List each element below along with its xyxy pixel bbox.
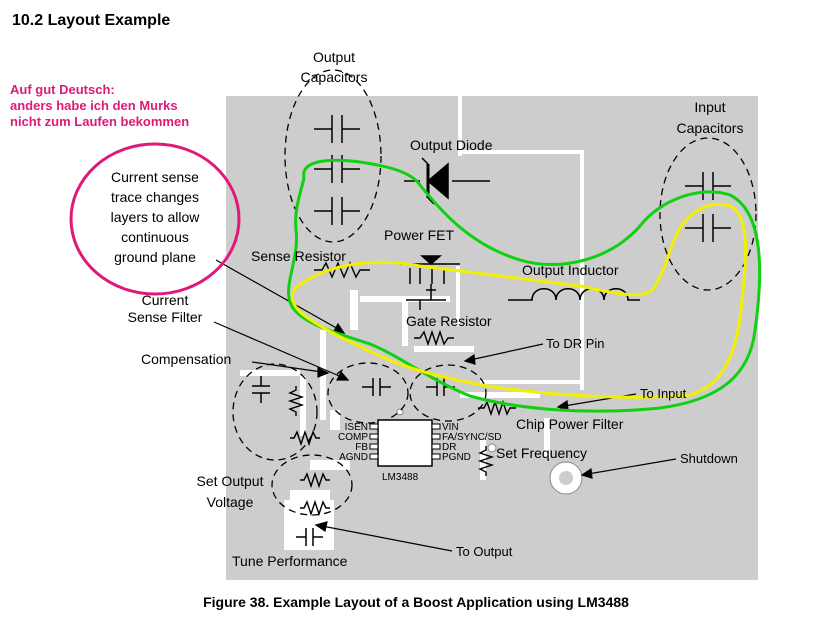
shutdown-hole bbox=[559, 471, 573, 485]
arrowhead bbox=[463, 353, 476, 365]
label-output-capacitors: Output bbox=[313, 49, 355, 65]
sense-filter-capacitor-symbol bbox=[362, 378, 391, 396]
annotation-line: Auf gut Deutsch: bbox=[10, 82, 115, 97]
label-output-capacitors: Capacitors bbox=[301, 69, 368, 85]
current-sense-filter-outline bbox=[327, 362, 409, 424]
pointer-line bbox=[469, 343, 544, 361]
callout-line: continuous bbox=[121, 229, 189, 245]
set-output-resistor-symbol bbox=[300, 499, 330, 517]
tune-capacitor-symbol bbox=[296, 528, 323, 546]
output-capacitor-symbol bbox=[314, 115, 360, 143]
arrowhead bbox=[556, 399, 569, 411]
output-diode-symbol bbox=[404, 157, 490, 205]
label-set-output-voltage: Voltage bbox=[207, 494, 254, 510]
callout-circle bbox=[69, 142, 241, 296]
label-output-inductor: Output Inductor bbox=[522, 262, 619, 278]
label-current-sense-filter: Sense Filter bbox=[128, 309, 203, 325]
annotation-line: nicht zum Laufen bekommen bbox=[10, 114, 190, 129]
pointer-line bbox=[215, 259, 341, 331]
chip-power-filter-outline bbox=[409, 364, 487, 422]
compensation-resistor-symbol bbox=[290, 429, 320, 447]
pin-label-fb: FB bbox=[355, 442, 368, 453]
callout-line: trace changes bbox=[111, 189, 199, 205]
set-output-voltage-outline bbox=[271, 454, 353, 516]
label-input-capacitors: Input bbox=[694, 99, 725, 115]
pointer-line bbox=[321, 525, 453, 552]
label-tune-performance: Tune Performance bbox=[232, 553, 348, 569]
pointer-line bbox=[251, 361, 323, 373]
gate-resistor-symbol bbox=[414, 329, 454, 347]
compensation-resistor-symbol bbox=[287, 386, 305, 416]
output-capacitor-symbol bbox=[314, 197, 360, 225]
pointer-line bbox=[213, 321, 345, 379]
input-capacitor-symbol bbox=[685, 172, 731, 200]
label-sense-resistor: Sense Resistor bbox=[251, 248, 346, 264]
via bbox=[396, 408, 404, 416]
chip-filter-resistor-symbol bbox=[478, 399, 516, 417]
pin-label-fa-sync-sd: FA/SYNC/SD bbox=[442, 432, 501, 443]
pin-label-agnd: AGND bbox=[339, 452, 368, 463]
pin-label-vin: VIN bbox=[442, 422, 459, 433]
label-set-output-voltage: Set Output bbox=[197, 473, 264, 489]
pin-label-dr: DR bbox=[442, 442, 456, 453]
label-shutdown: Shutdown bbox=[680, 451, 738, 466]
label-current-sense-filter: Current bbox=[142, 292, 189, 308]
label-power-fet: Power FET bbox=[384, 227, 454, 243]
via-square bbox=[545, 170, 559, 184]
label-to-output: To Output bbox=[456, 544, 513, 559]
label-gate-resistor: Gate Resistor bbox=[406, 313, 492, 329]
chip-name: LM3488 bbox=[382, 472, 419, 483]
via bbox=[487, 443, 497, 453]
input-capacitor-symbol bbox=[685, 214, 731, 242]
set-frequency-resistor-symbol bbox=[477, 446, 495, 476]
callout-line: layers to allow bbox=[111, 209, 201, 225]
compensation-capacitor-symbol bbox=[252, 376, 270, 403]
lm3488-chip bbox=[369, 419, 441, 467]
compensation-outline bbox=[232, 363, 318, 461]
label-chip-power-filter: Chip Power Filter bbox=[516, 416, 624, 432]
label-to-dr-pin: To DR Pin bbox=[546, 336, 605, 351]
figure-caption: Figure 38. Example Layout of a Boost App… bbox=[203, 594, 629, 610]
arrowhead bbox=[333, 322, 346, 334]
pointer-line bbox=[587, 458, 677, 475]
section-heading: 10.2 Layout Example bbox=[12, 12, 171, 29]
arrowhead bbox=[336, 370, 350, 381]
german-annotation: Auf gut Deutsch: anders habe ich den Mur… bbox=[10, 82, 189, 130]
output-capacitors-outline bbox=[284, 69, 382, 243]
callout-line: Current sense bbox=[111, 169, 199, 185]
green-loop-overlay bbox=[287, 158, 762, 413]
label-output-diode: Output Diode bbox=[410, 137, 493, 153]
annotation-line: anders habe ich den Murks bbox=[10, 98, 178, 113]
pin-label-isen: ISEN bbox=[345, 422, 368, 433]
yellow-loop-overlay bbox=[290, 202, 748, 399]
label-compensation: Compensation bbox=[141, 351, 231, 367]
label-to-input: To Input bbox=[640, 386, 687, 401]
callout-line: ground plane bbox=[114, 249, 196, 265]
arrowhead bbox=[580, 467, 593, 479]
label-input-capacitors: Capacitors bbox=[677, 120, 744, 136]
arrowhead bbox=[317, 367, 330, 378]
input-capacitors-outline bbox=[659, 137, 757, 291]
output-inductor-symbol bbox=[508, 287, 640, 301]
pin-label-pgnd: PGND bbox=[442, 452, 471, 463]
arrowhead bbox=[314, 521, 328, 532]
set-output-resistor-symbol bbox=[300, 471, 330, 489]
label-set-frequency: Set Frequency bbox=[496, 445, 587, 461]
sense-resistor-symbol bbox=[314, 261, 370, 279]
pin-label-comp: COMP bbox=[338, 432, 368, 443]
